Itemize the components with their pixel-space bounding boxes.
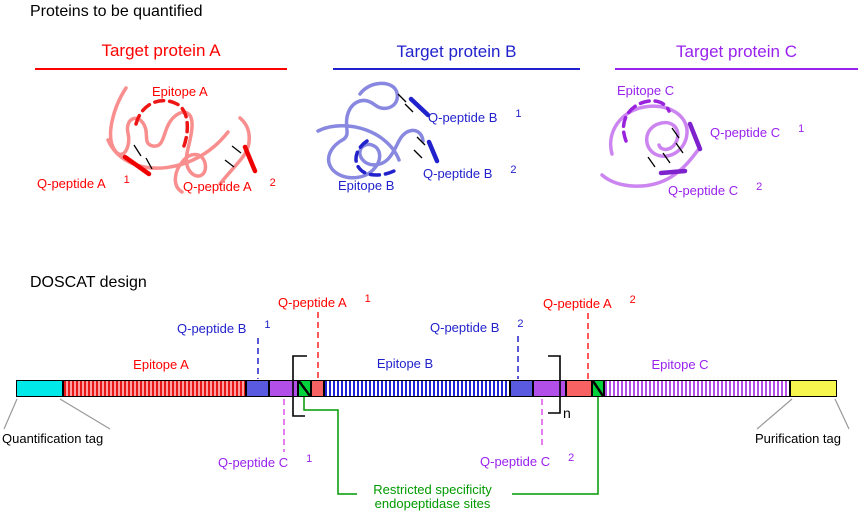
doscat-qpeptide-a1-text: Q-peptide A	[278, 295, 347, 310]
quantification-tag-leader-lines	[3, 398, 111, 430]
qpeptide-b2-label: Q-peptide B 2	[423, 164, 517, 183]
doscat-qpeptide-a1-sup: 1	[364, 293, 371, 305]
doscat-section-title: DOSCAT design	[30, 274, 147, 291]
qpeptide-c1-sup: 1	[798, 123, 805, 135]
doscat-qpeptide-a2-sup: 2	[629, 294, 636, 306]
qpeptide-b2-sup: 2	[510, 164, 517, 176]
qpeptide-c-dashed-leaders	[283, 399, 543, 452]
doscat-qpeptide-c2-sup: 2	[568, 452, 575, 464]
segment-epitope-c	[604, 380, 790, 397]
quantification-tag-label: Quantification tag	[2, 431, 104, 446]
segment-qpeptide-c1	[269, 380, 298, 397]
doscat-qpeptide-c1-text: Q-peptide C	[218, 455, 289, 470]
protein-b-underline	[333, 68, 580, 70]
epitope-c-dashed-region	[621, 99, 671, 143]
doscat-qpeptide-c1-sup: 1	[306, 453, 313, 465]
endopeptidase-sites-line1: Restricted specificity	[373, 482, 492, 497]
doscat-qpeptide-b2-text: Q-peptide B	[430, 320, 500, 335]
cleavage-ticks-a	[133, 144, 242, 170]
doscat-qpeptide-a2-text: Q-peptide A	[543, 296, 612, 311]
segment-qpeptide-a1	[311, 380, 324, 397]
doscat-qpeptide-a1-label: Q-peptide A 1	[278, 293, 371, 312]
qpeptide-b1-label: Q-peptide B 1	[428, 108, 522, 127]
doscat-qpeptide-c1-label: Q-peptide C 1	[218, 453, 313, 472]
doscat-qpeptide-b1-text: Q-peptide B	[177, 321, 247, 336]
qpeptide-c2-label: Q-peptide C 2	[668, 181, 763, 200]
endopeptidase-sites-line2: endopeptidase sites	[374, 496, 491, 511]
epitope-a-dashed-region	[134, 98, 190, 148]
qpeptide-a1-text: Q-peptide A	[37, 176, 106, 191]
epitope-a-label: Epitope A	[152, 84, 208, 99]
repeat-n-subscript: n	[563, 405, 571, 421]
endopeptidase-sites-label: Restricted specificity endopeptidase sit…	[360, 483, 505, 511]
segment-endopeptidase-site-2	[592, 380, 604, 397]
qpeptide-c1-label: Q-peptide C 1	[710, 123, 805, 142]
qpeptide-c2-sup: 2	[756, 181, 763, 193]
qpeptide-b1-text: Q-peptide B	[428, 110, 498, 125]
qpeptide-a2-sup: 2	[269, 177, 276, 189]
protein-c-drawing	[600, 99, 703, 188]
epitope-b-dashed-region	[354, 139, 398, 177]
target-protein-a-title: Target protein A	[101, 41, 221, 60]
doscat-epitope-b-label: Epitope B	[376, 356, 434, 371]
target-protein-b-title: Target protein B	[396, 42, 517, 61]
qpeptide-a1-label: Q-peptide A 1	[37, 174, 130, 193]
segment-epitope-b	[324, 380, 510, 397]
qpeptide-a1-sup: 1	[123, 174, 130, 186]
endopeptidase-leader-lines	[303, 397, 599, 495]
qpeptide-a2-text: Q-peptide A	[183, 179, 252, 194]
qpeptide-a2-label: Q-peptide A 2	[183, 177, 276, 196]
cleavage-ticks-b	[397, 93, 426, 159]
doscat-epitope-a-label: Epitope A	[133, 357, 189, 372]
cleavage-ticks-c	[647, 127, 684, 168]
qpeptide-c2-text: Q-peptide C	[668, 183, 739, 198]
target-protein-c-title: Target protein C	[676, 42, 797, 61]
doscat-qpeptide-b2-label: Q-peptide B 2	[430, 318, 524, 337]
doscat-qpeptide-c2-label: Q-peptide C 2	[480, 452, 575, 471]
qpeptide-b2-text: Q-peptide B	[423, 166, 493, 181]
segment-qpeptide-b2	[510, 380, 533, 397]
segment-quantification-tag	[16, 380, 63, 397]
epitope-b-label: Epitope B	[338, 178, 395, 193]
qpeptide-a-bars	[122, 144, 258, 177]
epitope-c-label: Epitope C	[617, 83, 675, 98]
doscat-qpeptide-b1-label: Q-peptide B 1	[177, 319, 271, 338]
protein-b-backbone-squiggle	[316, 81, 425, 180]
segment-epitope-a	[63, 380, 246, 397]
doscat-qpeptide-b2-sup: 2	[517, 318, 524, 330]
segment-qpeptide-b1	[246, 380, 269, 397]
purification-tag-leader-lines	[756, 398, 850, 430]
doscat-qpeptide-b1-sup: 1	[264, 319, 271, 331]
protein-c-underline	[615, 68, 858, 70]
segment-qpeptide-c2	[533, 380, 566, 397]
segment-qpeptide-a2	[566, 380, 592, 397]
qpeptide-b-bars	[408, 96, 440, 164]
segment-endopeptidase-site-1	[298, 380, 311, 397]
purification-tag-label: Purification tag	[755, 431, 841, 446]
proteins-section-title: Proteins to be quantified	[30, 3, 203, 20]
qpeptide-b1-sup: 1	[515, 108, 522, 120]
protein-c-backbone-squiggle	[600, 104, 700, 188]
doscat-qpeptide-a2-label: Q-peptide A 2	[543, 294, 636, 313]
qpeptide-c1-text: Q-peptide C	[710, 125, 781, 140]
segment-purification-tag	[790, 380, 837, 397]
doscat-qpeptide-c2-text: Q-peptide C	[480, 454, 551, 469]
protein-a-underline	[35, 68, 287, 70]
doscat-epitope-c-label: Epitope C	[651, 357, 709, 372]
qpeptide-c-bars	[658, 121, 703, 176]
